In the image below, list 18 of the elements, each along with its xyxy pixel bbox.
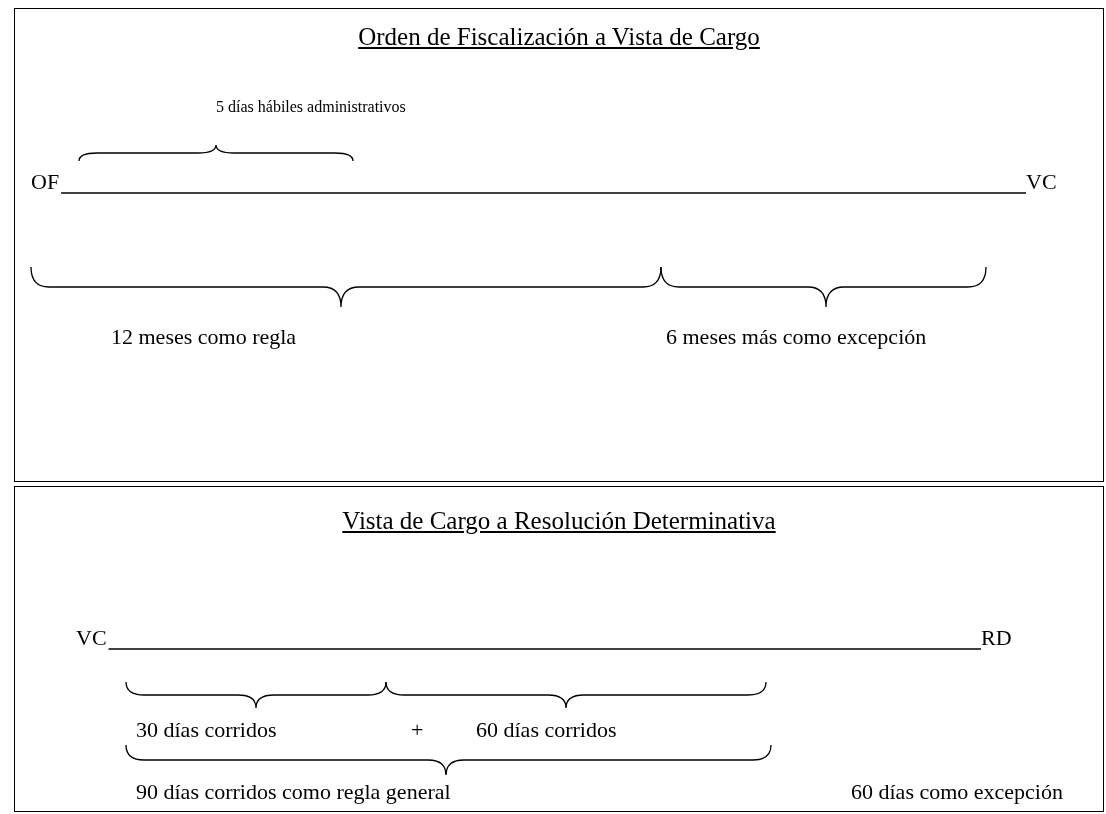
period-label: 90 días corridos como regla general — [136, 779, 451, 805]
timeline-endpoint: RD — [981, 625, 1012, 651]
period-label: 60 días como excepción — [851, 779, 1063, 805]
panel-title: Vista de Cargo a Resolución Determinativa — [342, 507, 776, 534]
period-label: 5 días hábiles administrativos — [216, 97, 406, 117]
period-label: + — [411, 717, 424, 743]
period-label: 12 meses como regla — [111, 324, 297, 350]
panel — [14, 486, 1104, 812]
timeline-line — [60, 192, 1027, 194]
timeline-endpoint: VC — [1026, 169, 1057, 195]
period-label: 30 días corridos — [136, 717, 277, 743]
timeline-endpoint: VC — [76, 625, 107, 651]
panel — [14, 8, 1104, 482]
timeline-line — [107, 648, 982, 650]
period-label: 6 meses más como excepción — [666, 324, 927, 350]
period-label: 60 días corridos — [476, 717, 617, 743]
panel-title: Orden de Fiscalización a Vista de Cargo — [358, 23, 760, 50]
timeline-endpoint: OF — [31, 169, 60, 195]
